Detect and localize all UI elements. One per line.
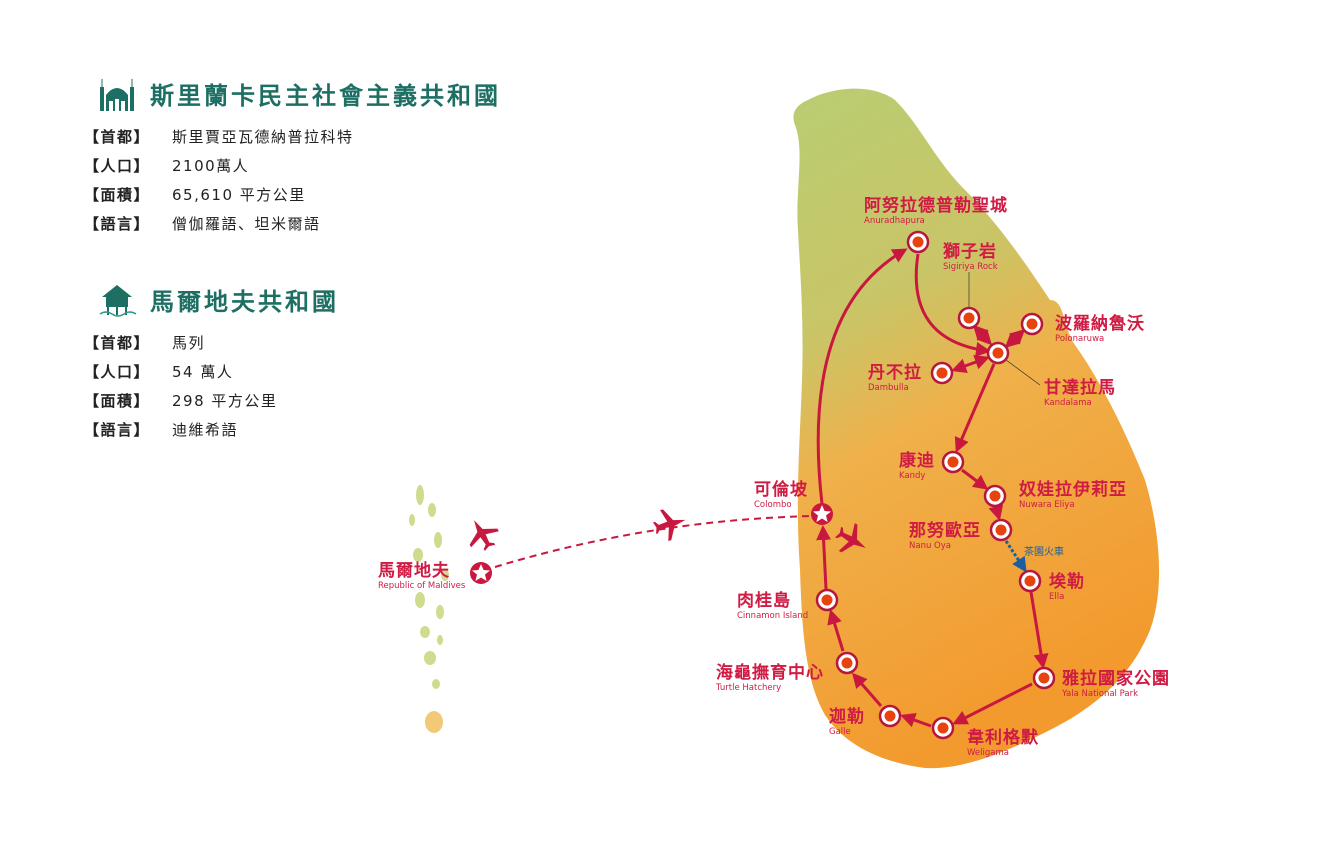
place-name-en: Anuradhapura: [864, 216, 925, 226]
country-title: 斯里蘭卡民主社會主義共和國: [150, 82, 501, 110]
place-name-en: Dambulla: [868, 383, 909, 393]
stop-marker[interactable]: [815, 588, 839, 612]
stop-marker[interactable]: [1018, 569, 1042, 593]
fact-key: 【首都】: [84, 128, 151, 146]
place-name: 馬爾地夫: [378, 561, 450, 581]
place-name: 奴娃拉伊莉亞: [1019, 480, 1127, 500]
tea-train-label: 茶園火車: [1024, 547, 1064, 558]
place-name: 獅子岩: [943, 242, 997, 262]
place-name: 波羅納魯沃: [1055, 314, 1145, 334]
place-name-en: Ella: [1049, 592, 1065, 602]
stop-markers: [815, 230, 1056, 740]
place-name: 埃勒: [1049, 572, 1085, 592]
place-name: 康迪: [899, 451, 935, 471]
place-name: 韋利格默: [967, 728, 1039, 748]
place-name-en: Cinnamon Island: [737, 611, 809, 621]
route-lines: [494, 248, 1049, 728]
stop-marker[interactable]: [878, 704, 902, 728]
place-name: 可倫坡: [754, 480, 808, 500]
fact-value: 斯里賈亞瓦德納普拉科特: [172, 128, 354, 146]
colombo-star-marker[interactable]: [811, 503, 833, 525]
place-name-en: Republic of Maldives: [378, 581, 466, 591]
stop-marker[interactable]: [941, 450, 965, 474]
stop-marker[interactable]: [835, 651, 859, 675]
place-name: 阿努拉德普勒聖城: [864, 196, 1008, 216]
mosque-icon: [100, 78, 134, 111]
fact-value: 2100萬人: [172, 157, 250, 175]
fact-key: 【語言】: [84, 421, 151, 439]
stop-marker[interactable]: [1032, 666, 1056, 690]
stop-marker[interactable]: [986, 341, 1010, 365]
stilt-house-icon: [99, 284, 136, 317]
sri-lanka-landmass: [793, 88, 1160, 769]
fact-value: 馬列: [172, 334, 206, 352]
place-name: 海龜撫育中心: [716, 663, 824, 683]
tea-train-line: [1004, 540, 1027, 573]
fact-key: 【面積】: [84, 186, 151, 204]
place-name-en: Galle: [829, 727, 851, 737]
stop-marker[interactable]: [989, 518, 1013, 542]
fact-key: 【人口】: [84, 157, 151, 175]
place-name: 甘達拉馬: [1044, 378, 1116, 398]
maldives-star-marker[interactable]: [470, 562, 492, 584]
place-name: 那努歐亞: [909, 521, 981, 541]
maldives-islands: [409, 485, 449, 733]
fact-value: 54 萬人: [172, 363, 234, 381]
place-name-en: Nanu Oya: [909, 541, 951, 551]
stop-marker[interactable]: [906, 230, 930, 254]
place-name-en: Nuwara Eliya: [1019, 500, 1075, 510]
stop-marker[interactable]: [1020, 312, 1044, 336]
place-name: 雅拉國家公園: [1062, 669, 1170, 689]
place-name-en: Yala National Park: [1062, 689, 1138, 699]
fact-key: 【面積】: [84, 392, 151, 410]
place-name-en: Weligama: [967, 748, 1009, 758]
fact-key: 【語言】: [84, 215, 151, 233]
place-name: 肉桂島: [737, 591, 791, 611]
place-name-en: Colombo: [754, 500, 792, 510]
stop-marker[interactable]: [957, 306, 981, 330]
stop-marker[interactable]: [930, 361, 954, 385]
airplane-icon: [835, 523, 866, 553]
stop-marker[interactable]: [983, 484, 1007, 508]
leader-line: [1001, 356, 1041, 386]
fact-key: 【人口】: [84, 363, 151, 381]
country-title: 馬爾地夫共和國: [150, 288, 339, 316]
place-name: 迦勒: [829, 707, 865, 727]
place-name-en: Polonaruwa: [1055, 334, 1105, 344]
airplane-icon: [469, 520, 499, 551]
airplane-icon: [652, 509, 686, 542]
place-name-en: Kandalama: [1044, 398, 1092, 408]
place-name-en: Sigiriya Rock: [943, 262, 998, 272]
maldives-info: 馬爾地夫共和國 【首都】 馬列 【人口】 54 萬人 【面積】 298 平方公里 【語…: [84, 282, 339, 445]
place-name-en: Turtle Hatchery: [716, 683, 782, 693]
sri-lanka-info: 斯里蘭卡民主社會主義共和國 【首都】 斯里賈亞瓦德納普拉科特 【人口】 2100萬人…: [84, 76, 501, 239]
fact-value: 298 平方公里: [172, 392, 278, 410]
fact-key: 【首都】: [84, 334, 151, 352]
stop-marker[interactable]: [931, 716, 955, 740]
fact-value: 65,610 平方公里: [172, 186, 306, 204]
fact-value: 僧伽羅語、坦米爾語: [172, 215, 321, 233]
fact-value: 迪維希語: [172, 421, 239, 439]
place-name-en: Kandy: [899, 471, 926, 481]
place-name: 丹不拉: [868, 363, 922, 383]
